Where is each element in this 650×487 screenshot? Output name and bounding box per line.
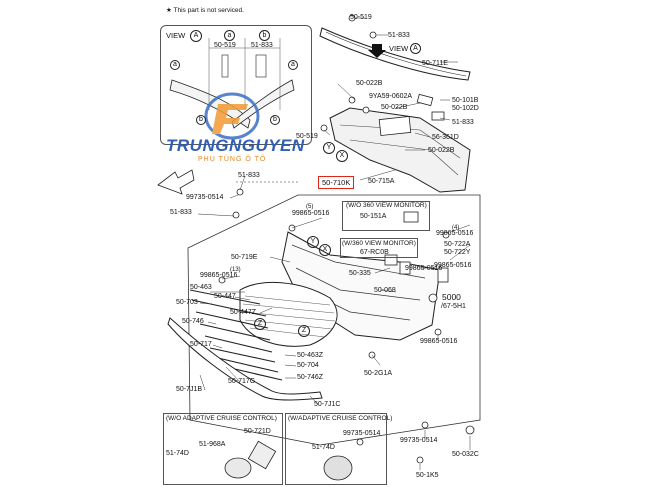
- label-50-7j1c[interactable]: 50-7J1C: [314, 401, 341, 408]
- label-50-715a[interactable]: 50-715A: [368, 178, 395, 185]
- label-51-833-left2[interactable]: 51-833: [170, 209, 192, 216]
- label-51-833-right[interactable]: 51-833: [452, 119, 474, 126]
- label-50-721d[interactable]: 50-721D: [244, 428, 271, 435]
- label-50-717g[interactable]: 50-717G: [228, 378, 256, 385]
- marker-y-upper: Y: [323, 142, 335, 154]
- wo-acc-box: [163, 413, 283, 485]
- qty-4: (4): [452, 225, 460, 231]
- upper-bracket-shape: [329, 107, 471, 193]
- marker-y-lower: Y: [307, 236, 319, 248]
- qty-5: (5): [306, 204, 314, 210]
- label-50-151a[interactable]: 50-151A: [360, 213, 387, 220]
- label-56-361d[interactable]: 56-361D: [432, 134, 459, 141]
- label-51-968a[interactable]: 51-968A: [199, 441, 226, 448]
- view-a-letter: A: [190, 30, 202, 42]
- view-a-mark-4: b: [270, 115, 280, 125]
- marker-x-upper: X: [336, 150, 348, 162]
- label-50-519-top[interactable]: 50-519: [350, 14, 372, 21]
- watermark-brand: TRUNGNGUYEN: [166, 136, 305, 155]
- label-51-74d-wo[interactable]: 51-74D: [166, 450, 189, 457]
- label-50-722a[interactable]: 50-722A: [444, 241, 471, 248]
- label-50-704[interactable]: 50-704: [297, 362, 319, 369]
- label-9ya59-0602a[interactable]: 9YA59-0602A: [369, 93, 413, 100]
- label-50-101b[interactable]: 50-101B: [452, 97, 479, 104]
- label-50-463[interactable]: 50-463: [190, 284, 212, 291]
- wo-acc-title: (W/O ADAPTIVE CRUISE CONTROL): [166, 415, 277, 422]
- label-50-022b-2[interactable]: 50-022B: [381, 104, 408, 111]
- chrome-strips: [189, 289, 283, 381]
- label-50-719e[interactable]: 50-719E: [231, 254, 258, 261]
- label-99865-0516-right3[interactable]: 99865-0516: [436, 230, 474, 237]
- label-50-746[interactable]: 50-746: [182, 318, 204, 325]
- highlighted-part-label[interactable]: 50-710K: [318, 176, 355, 189]
- not-serviced-note: ★ This part is not serviced.: [166, 7, 244, 14]
- label-99865-0516-right1[interactable]: 99865-0516: [420, 338, 458, 345]
- view-a-part-a: 50-519: [214, 42, 236, 49]
- view-a-mark-2: a: [288, 60, 298, 70]
- assembly-outline: [187, 194, 481, 446]
- label-50-1k5[interactable]: 50-1K5: [416, 472, 439, 479]
- view-a-part-b: 51-833: [251, 42, 273, 49]
- label-67-rc0b[interactable]: 67-RC0B: [360, 249, 389, 256]
- w-360-monitor-box: [340, 238, 418, 258]
- label-99735-0514-acc[interactable]: 99735-0514: [343, 430, 381, 437]
- label-99865-0516-center[interactable]: 99865-0516: [405, 265, 443, 272]
- top-cover-shape: [319, 27, 471, 81]
- label-51-833-left1[interactable]: 51-833: [238, 172, 260, 179]
- label-50-519-left[interactable]: 50-519: [296, 133, 318, 140]
- label-50-717[interactable]: 50-717: [190, 341, 212, 348]
- label-50-703[interactable]: 50-703: [176, 299, 198, 306]
- wo-360-monitor-box: [342, 201, 430, 231]
- w-acc-title: (W/ADAPTIVE CRUISE CONTROL): [288, 415, 393, 422]
- view-a-mark-3: b: [196, 115, 206, 125]
- label-50-447z[interactable]: 50-447Z: [230, 309, 257, 316]
- label-51-833-top[interactable]: 51-833: [388, 32, 410, 39]
- wo-360-monitor-title: (W/O 360 VIEW MONITOR): [346, 202, 427, 209]
- qty-13: (13): [230, 267, 241, 273]
- view-a-inset: [160, 25, 312, 145]
- lower-trim-shape: [167, 317, 323, 401]
- w-360-monitor-title: (W/360 VIEW MONITOR): [342, 240, 416, 247]
- label-50-022b-3[interactable]: 50-022B: [428, 147, 455, 154]
- view-arrow-letter: A: [410, 43, 421, 54]
- label-99865-0516-left2[interactable]: 99865-0516: [200, 272, 238, 279]
- w-acc-box: [285, 413, 387, 485]
- label-50-022b-1[interactable]: 50-022B: [356, 80, 383, 87]
- label-50-711e[interactable]: 50-711E: [422, 60, 448, 67]
- view-a-col-a: a: [224, 30, 235, 41]
- marker-x-lower: X: [319, 244, 331, 256]
- marker-z-right: Z: [298, 325, 310, 337]
- front-arrow-shape: [157, 169, 195, 195]
- watermark-logo: [204, 92, 260, 140]
- view-arrow-shape: [368, 44, 386, 58]
- label-50-032c[interactable]: 50-032C: [452, 451, 479, 458]
- label-50-746z[interactable]: 50-746Z: [297, 374, 324, 381]
- grille-mesh-shape: [239, 281, 338, 347]
- view-a-col-b: b: [259, 30, 270, 41]
- label-99735-0514-bottom[interactable]: 99735-0514: [400, 437, 438, 444]
- label-50-335[interactable]: 50-335: [349, 270, 371, 277]
- view-a-mark-1: a: [170, 60, 180, 70]
- view-arrow-label: VIEW: [389, 44, 409, 53]
- label-5000[interactable]: 5000: [442, 292, 461, 302]
- label-50-447[interactable]: 50-447: [214, 293, 236, 300]
- label-67-5h1[interactable]: /67-5H1: [441, 303, 466, 310]
- label-50-722y[interactable]: 50-722Y: [444, 249, 471, 256]
- marker-z-lower: Z: [254, 318, 266, 330]
- label-50-102d[interactable]: 50-102D: [452, 105, 479, 112]
- label-99735-0514-left[interactable]: 99735-0514: [186, 194, 224, 201]
- view-a-title: VIEW: [166, 31, 186, 40]
- label-99865-0516-left1[interactable]: 99865-0516: [292, 210, 330, 217]
- label-51-74d-w[interactable]: 51-74D: [312, 444, 335, 451]
- label-50-463z[interactable]: 50-463Z: [297, 352, 324, 359]
- label-50-068[interactable]: 50-068: [374, 287, 396, 294]
- label-99865-0516-right2[interactable]: 99865-0516: [434, 262, 472, 269]
- label-50-7j1b[interactable]: 50-7J1B: [176, 386, 203, 393]
- label-50-2g1a[interactable]: 50-2G1A: [364, 370, 393, 377]
- watermark-tagline: PHỤ TÙNG Ô TÔ: [198, 156, 267, 163]
